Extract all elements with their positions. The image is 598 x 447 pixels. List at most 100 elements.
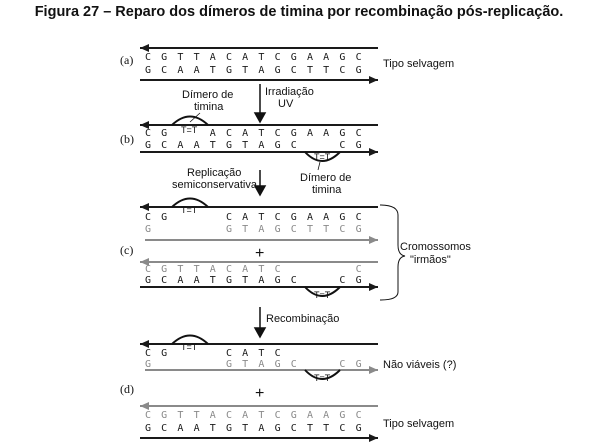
a-top-base: C [226,52,232,63]
b-bottom-base: G [226,140,232,151]
b-top-base: A [242,128,248,139]
c1-top-base: G [161,212,167,223]
d2-top-base: T [194,410,200,421]
b-bottom-base: C [161,140,167,151]
a-top-base: A [242,52,248,63]
a-bottom-base: G [275,65,281,76]
c2-bottom-base: T [242,275,248,286]
c2-top-base: A [242,264,248,275]
c1-top-base: G [339,212,345,223]
dimer-bulges [171,115,341,380]
c2-bottom-base: A [177,275,183,286]
c2-bottom-base: G [226,275,232,286]
d2-top-base: C [356,410,362,421]
d2-bottom-base: C [161,423,167,434]
dimer-mark-c1: T=T [181,205,198,215]
dna-strands [140,44,378,442]
plus-sign-d: + [255,385,264,402]
a-top-base: A [323,52,329,63]
c2-top-base: A [210,264,216,275]
sister-bracket [379,204,406,301]
b-top-base: C [275,128,281,139]
d2-bottom-base: C [339,423,345,434]
d2-bottom-base: G [226,423,232,434]
strand-d1-bottom-arrowhead [369,366,378,374]
c1-bottom-base: T [323,224,329,235]
c2-bottom-base: A [258,275,264,286]
c1-top-base: G [291,212,297,223]
c1-bottom-base: T [307,224,313,235]
dimer-mark-c2: T=T [314,290,331,300]
strand-a-bottom-arrowhead [369,76,378,84]
strand-c1-top-arrowhead [140,203,149,211]
c2-top-base: C [356,264,362,275]
non-viable-label: Não viáveis (?) [383,359,456,371]
a-top-base: G [339,52,345,63]
a-top-base: G [161,52,167,63]
dimer-mark-d2: T=T [314,373,331,383]
b-top-base: C [226,128,232,139]
d2-top-base: C [145,410,151,421]
d1-bottom-base: C [291,359,297,370]
recombination-label: Recombinação [266,313,339,325]
a-top-base: T [194,52,200,63]
dimer-mark-d1: T=T [181,342,198,352]
c2-top-base: C [226,264,232,275]
replication-label-line2: semiconservativa [172,179,258,191]
d2-top-base: A [210,410,216,421]
d1-bottom-base: T [242,359,248,370]
c2-bottom-base: T [210,275,216,286]
a-top-base: C [275,52,281,63]
label-pointers [189,112,321,171]
wild-type-label-d: Tipo selvagem [383,418,454,430]
c2-bottom-base: G [145,275,151,286]
b-top-base: G [339,128,345,139]
c2-bottom-base: G [275,275,281,286]
d2-top-base: A [323,410,329,421]
a-bottom-base: T [323,65,329,76]
strand-c2-bottom-arrowhead [369,283,378,291]
a-bottom-base: A [258,65,264,76]
a-top-base: C [356,52,362,63]
b-bottom-base: G [275,140,281,151]
d1-bottom-base: G [275,359,281,370]
c1-top-base: T [258,212,264,223]
c1-bottom-base: T [242,224,248,235]
d2-bottom-base: T [323,423,329,434]
b-bottom-base: G [145,140,151,151]
c1-bottom-base: G [275,224,281,235]
d2-bottom-base: T [242,423,248,434]
a-bottom-base: G [356,65,362,76]
a-top-base: A [307,52,313,63]
b-top-base: G [291,128,297,139]
dimer-label-b2-line2: timina [312,184,342,196]
stage-label-c: (c) [120,243,133,257]
wild-type-label-a: Tipo selvagem [383,58,454,70]
d1-top-base: A [242,348,248,359]
d2-top-base: G [291,410,297,421]
d1-bottom-base: G [356,359,362,370]
dimer-mark-b1: T=T [181,125,198,135]
a-bottom-base: C [339,65,345,76]
strand-b-bottom-arrowhead [369,148,378,156]
d1-top-base: C [145,348,151,359]
a-top-base: G [291,52,297,63]
a-bottom-base: T [210,65,216,76]
a-top-base: T [258,52,264,63]
stage-label-d: (d) [120,382,134,396]
c1-top-base: C [226,212,232,223]
strand-c1-bottom-arrowhead [369,236,378,244]
strand-d2-top-arrowhead [140,402,149,410]
a-bottom-base: A [194,65,200,76]
c2-bottom-base: C [161,275,167,286]
c2-bottom-base: A [194,275,200,286]
c2-bottom-base: C [291,275,297,286]
d2-top-base: C [226,410,232,421]
d2-top-base: G [339,410,345,421]
b-top-base: A [323,128,329,139]
d2-bottom-base: A [194,423,200,434]
dimer-label-b1: Dímero de [182,89,233,101]
d1-top-base: C [275,348,281,359]
sister-chromosomes-label-line2: "irmãos" [410,254,451,266]
